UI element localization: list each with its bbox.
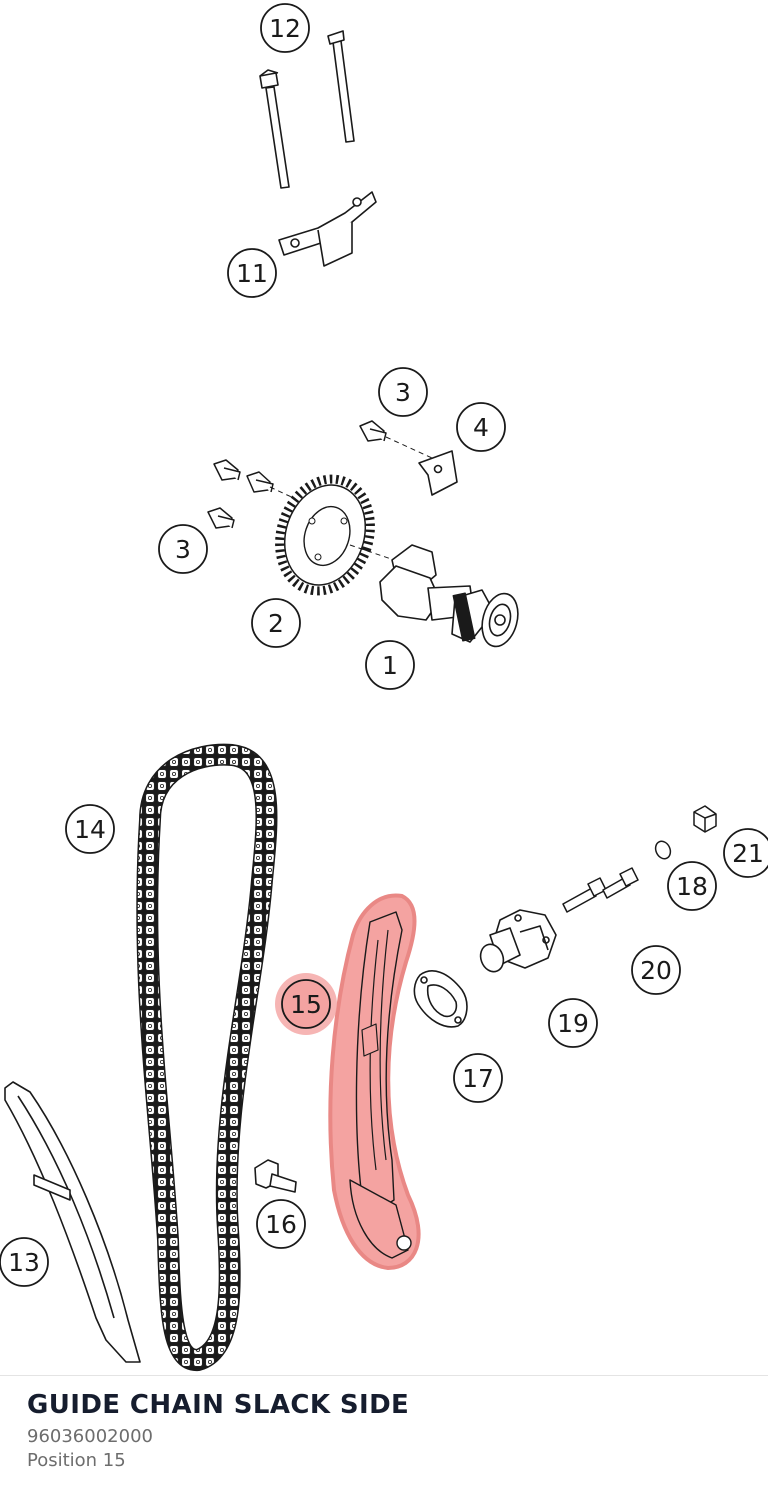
svg-text:12: 12	[269, 14, 301, 43]
part-12-bolts[interactable]	[259, 30, 355, 189]
svg-text:13: 13	[8, 1248, 40, 1277]
svg-text:18: 18	[676, 872, 708, 901]
part-17-gasket[interactable]	[413, 970, 468, 1028]
part-21-plug-screw[interactable]	[693, 805, 717, 833]
svg-text:19: 19	[557, 1009, 589, 1038]
svg-text:1: 1	[382, 651, 398, 680]
svg-text:2: 2	[268, 609, 284, 638]
part-1-camshaft[interactable]	[379, 544, 523, 650]
callout-18[interactable]: 18	[667, 861, 717, 911]
callout-13[interactable]: 13	[0, 1237, 49, 1287]
callout-16[interactable]: 16	[256, 1199, 306, 1249]
svg-text:14: 14	[74, 815, 106, 844]
part-name: GUIDE CHAIN SLACK SIDE	[27, 1390, 410, 1420]
svg-text:17: 17	[462, 1064, 494, 1093]
part-2-sprocket[interactable]	[266, 467, 385, 603]
part-3-screws[interactable]	[207, 459, 274, 529]
part-position: Position 15	[27, 1450, 126, 1471]
svg-text:3: 3	[395, 378, 411, 407]
part-3-screw-upper[interactable]	[359, 420, 387, 442]
svg-text:11: 11	[236, 259, 268, 288]
svg-text:15: 15	[290, 990, 322, 1019]
callout-3-lower[interactable]: 3	[158, 524, 208, 574]
callout-12[interactable]: 12	[260, 3, 310, 53]
callout-20[interactable]: 20	[631, 945, 681, 995]
part-19-chain-tensioner[interactable]	[477, 909, 557, 975]
part-20-screws[interactable]	[562, 867, 639, 913]
callout-1[interactable]: 1	[365, 640, 415, 690]
part-14-timing-chain[interactable]	[136, 743, 278, 1371]
callout-14[interactable]: 14	[65, 804, 115, 854]
callout-19[interactable]: 19	[548, 998, 598, 1048]
svg-text:21: 21	[732, 839, 764, 868]
part-number: 96036002000	[27, 1426, 153, 1447]
callout-17[interactable]: 17	[453, 1053, 503, 1103]
callout-11[interactable]: 11	[227, 248, 277, 298]
callout-3-upper[interactable]: 3	[378, 367, 428, 417]
callout-2[interactable]: 2	[251, 598, 301, 648]
part-13-tensioner-rail[interactable]	[4, 1081, 141, 1363]
part-18-o-ring[interactable]	[653, 839, 673, 861]
callout-21[interactable]: 21	[723, 828, 768, 878]
part-15-guide-chain-slack-side[interactable]	[328, 893, 421, 1270]
part-4-plate[interactable]	[418, 450, 458, 496]
callout-4[interactable]: 4	[456, 402, 506, 452]
svg-text:16: 16	[265, 1210, 297, 1239]
exploded-parts-diagram: 12 11 3 4 3 2 1 14 21 18 20 15 19 17 16 …	[0, 3, 768, 1371]
svg-text:20: 20	[640, 956, 672, 985]
svg-text:3: 3	[175, 535, 191, 564]
part-info-panel: GUIDE CHAIN SLACK SIDE 96036002000 Posit…	[0, 1375, 768, 1492]
part-11-bracket[interactable]	[278, 191, 377, 267]
callout-15-selected[interactable]: 15	[275, 973, 337, 1035]
part-16-pivot-bolt[interactable]	[254, 1159, 297, 1193]
svg-text:4: 4	[473, 413, 489, 442]
